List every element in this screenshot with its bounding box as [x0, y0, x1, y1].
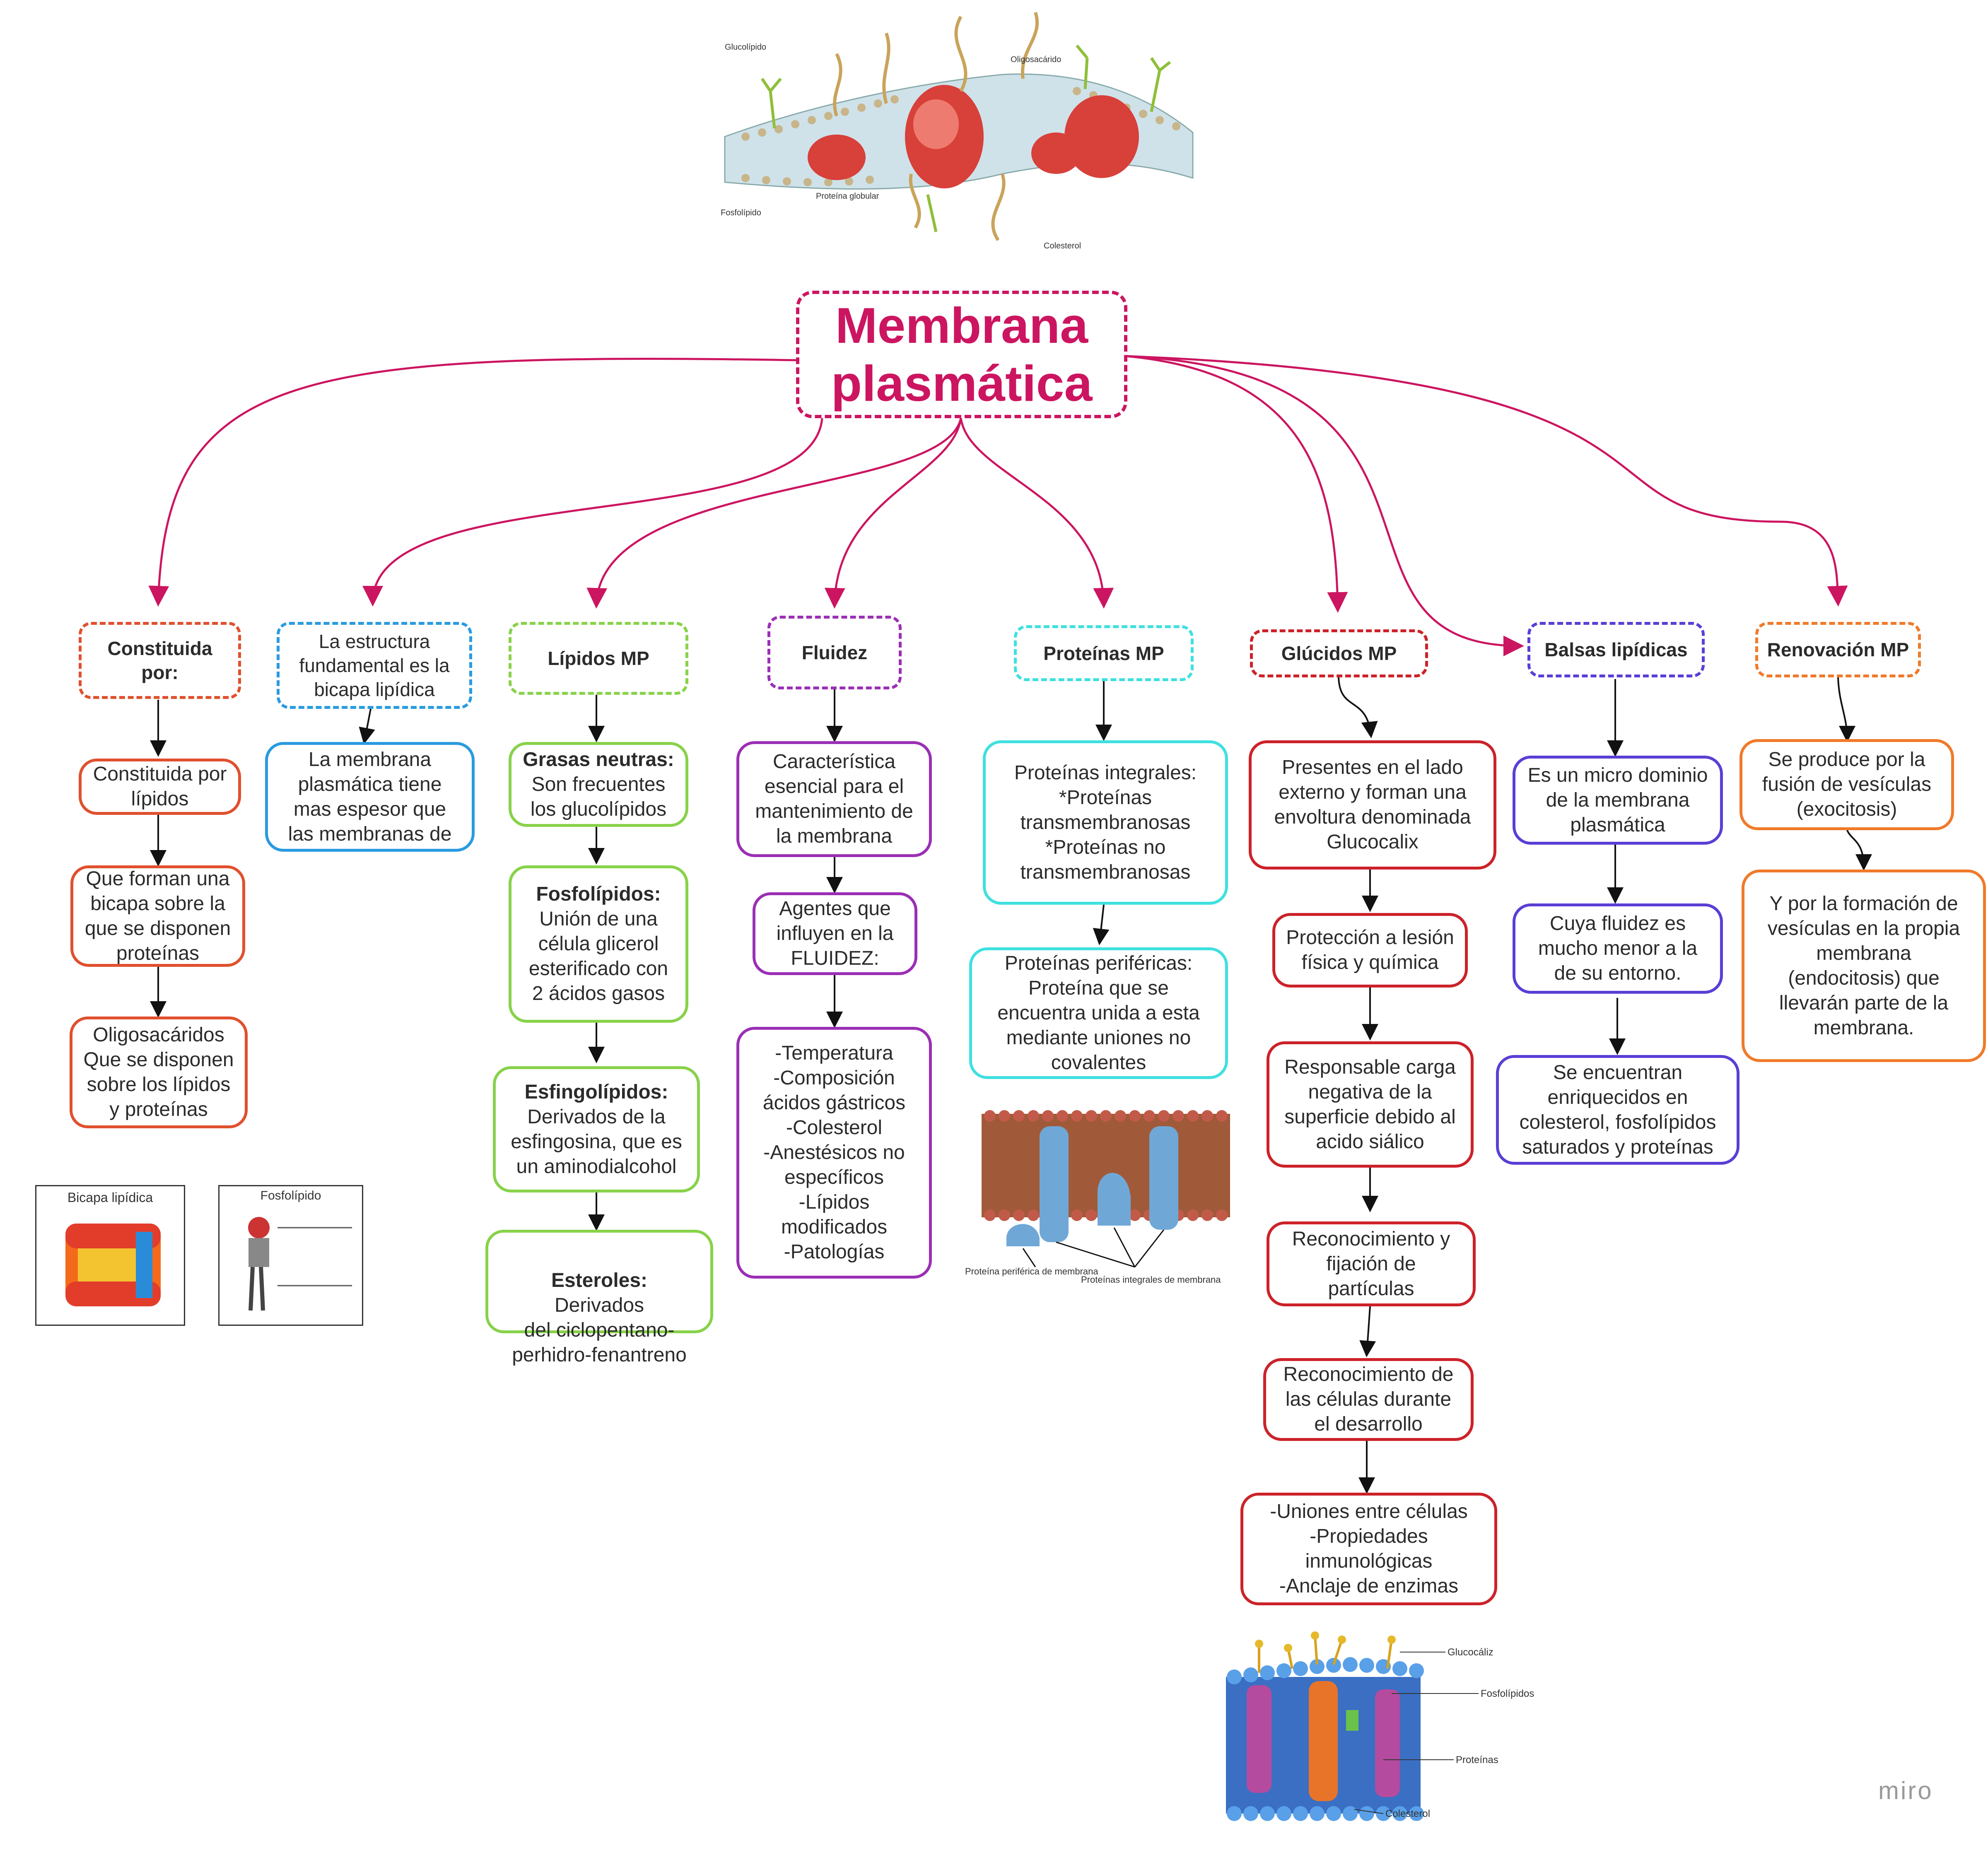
balsas-item-3[interactable]: Se encuentran enriquecidos en colesterol… — [1496, 1055, 1740, 1165]
fosfolipido-caption: Fosfolípido — [261, 1189, 321, 1202]
header-glucidos[interactable]: Glúcidos MP — [1250, 629, 1428, 677]
bottom-label-fosfolipidos: Fosfolípidos — [1481, 1688, 1534, 1699]
top-membrane-illustration: Glucolípido Oligosacárido Fosfolípido Pr… — [721, 12, 1194, 251]
top-label-proteina-globular: Proteína globular — [816, 192, 879, 201]
glucidos-item-3[interactable]: Responsable carga negativa de la superfi… — [1267, 1041, 1474, 1168]
lipidos-item-3[interactable]: Esfingolípidos: Derivados de la esfingos… — [493, 1066, 700, 1192]
lipidos-item-4[interactable]: Esteroles: Derivados del ciclopentano- p… — [485, 1230, 713, 1366]
bicapa-lipidica-image: Bicapa lipídica — [35, 1185, 185, 1326]
header-renovacion[interactable]: Renovación MP — [1755, 622, 1921, 677]
constituida-item-2[interactable]: Que forman una bicapa sobre la que se di… — [70, 865, 245, 967]
lipidos-item-1[interactable]: Grasas neutras: Son frecuentes los gluco… — [509, 742, 688, 827]
link-g5 — [1359, 1306, 1376, 1357]
fluidez-item-1[interactable]: Característica esencial para el mantenim… — [736, 741, 932, 857]
link-e1 — [359, 708, 375, 744]
header-balsas[interactable]: Balsas lipídicas — [1527, 622, 1705, 677]
balsas-item-2[interactable]: Cuya fluidez es mucho menor a la de su e… — [1513, 903, 1723, 994]
bicapa-caption: Bicapa lipídica — [68, 1190, 153, 1205]
lipidos-item-1-title: Grasas neutras: — [523, 748, 674, 771]
proteins-caption-integral: Proteínas integrales de membrana — [1081, 1274, 1221, 1285]
link-r2 — [1846, 830, 1872, 871]
bottom-membrane-illustration: Glucocáliz Fosfolípidos Proteínas Colest… — [1226, 1631, 1534, 1821]
renovacion-item-1[interactable]: Se produce por la fusión de vesículas (e… — [1740, 739, 1954, 830]
link-title-estructura — [362, 418, 823, 607]
glucidos-item-2[interactable]: Protección a lesión física y química — [1272, 913, 1468, 988]
lipidos-item-1-text: Son frecuentes los glucolípidos — [530, 773, 667, 820]
bottom-label-glucocaliz: Glucocáliz — [1448, 1647, 1493, 1658]
link-title-renovacion — [1125, 355, 1848, 607]
lipidos-item-2-text: Unión de una célula glicerol esterificad… — [528, 908, 668, 1004]
proteinas-item-2[interactable]: Proteínas periféricas: Proteína que se e… — [969, 947, 1228, 1079]
header-lipidos[interactable]: Lípidos MP — [509, 622, 688, 695]
header-constituida[interactable]: Constituida por: — [79, 622, 241, 699]
link-title-lipidos — [586, 418, 962, 609]
link-title-fluidez — [824, 418, 962, 609]
constituida-item-3[interactable]: Oligosacáridos Que se disponen sobre los… — [70, 1017, 248, 1128]
estructura-item-1[interactable]: La membrana plasmática tiene mas espesor… — [265, 742, 475, 852]
proteins-caption-peripheral: Proteína periférica de membrana — [965, 1266, 1098, 1277]
header-proteinas[interactable]: Proteínas MP — [1014, 625, 1194, 681]
top-label-glucolipido: Glucolípido — [725, 43, 766, 52]
link-r1 — [1837, 677, 1855, 742]
header-estructura[interactable]: La estructura fundamental es la bicapa l… — [277, 622, 472, 709]
proteins-membrane-illustration: Proteína periférica de membrana Proteína… — [965, 1110, 1230, 1285]
link-title-proteinas — [960, 418, 1114, 609]
balsas-item-1[interactable]: Es un micro dominio de la membrana plasm… — [1513, 756, 1723, 845]
fluidez-item-2[interactable]: Agentes que influyen en la FLUIDEZ: — [753, 892, 917, 975]
link-title-glucidos — [1125, 355, 1348, 613]
lipidos-item-4-text: Derivados del ciclopentano- perhidro-fen… — [512, 1294, 687, 1366]
fluidez-item-3[interactable]: -Temperatura -Composición ácidos gástric… — [736, 1027, 932, 1279]
renovacion-item-2[interactable]: Y por la formación de vesículas en la pr… — [1742, 870, 1986, 1062]
proteinas-item-1[interactable]: Proteínas integrales: *Proteínas transme… — [983, 740, 1228, 905]
link-title-constituida — [148, 358, 798, 607]
header-fluidez[interactable]: Fluidez — [767, 616, 902, 689]
title-line-1: Membrana — [835, 297, 1088, 354]
link-title-balsas — [1125, 355, 1524, 656]
top-label-fosfolipido: Fosfolípido — [721, 208, 761, 217]
lipidos-item-3-title: Esfingolípidos: — [524, 1081, 668, 1103]
constituida-item-1[interactable]: Constituida por lípidos — [79, 759, 241, 815]
link-g1 — [1338, 677, 1378, 738]
title-line-2: plasmática — [831, 355, 1093, 412]
lipidos-item-4-title: Esteroles: — [551, 1269, 648, 1291]
fosfolipido-image: Fosfolípido — [218, 1185, 363, 1326]
title-node[interactable]: Membrana plasmática — [796, 291, 1127, 418]
glucidos-item-5[interactable]: Reconocimiento de las células durante el… — [1263, 1358, 1474, 1441]
bottom-label-colesterol: Colesterol — [1385, 1808, 1430, 1819]
glucidos-item-1[interactable]: Presentes en el lado externo y forman un… — [1249, 740, 1496, 870]
top-label-colesterol: Colesterol — [1044, 241, 1081, 251]
lipidos-item-3-text: Derivados de la esfingosina, que es un a… — [511, 1106, 682, 1178]
link-p2 — [1093, 904, 1110, 945]
lipidos-item-2-title: Fosfolípidos: — [536, 883, 661, 905]
bottom-label-proteinas: Proteínas — [1456, 1754, 1498, 1766]
glucidos-item-4[interactable]: Reconocimiento y fijación de partículas — [1267, 1221, 1476, 1306]
miro-watermark: miro — [1878, 1777, 1933, 1804]
lipidos-item-2[interactable]: Fosfolípidos: Unión de una célula glicer… — [509, 865, 688, 1023]
top-label-oligosacarido: Oligosacárido — [1011, 55, 1061, 64]
glucidos-item-6[interactable]: -Uniones entre células -Propiedades inmu… — [1240, 1493, 1497, 1605]
